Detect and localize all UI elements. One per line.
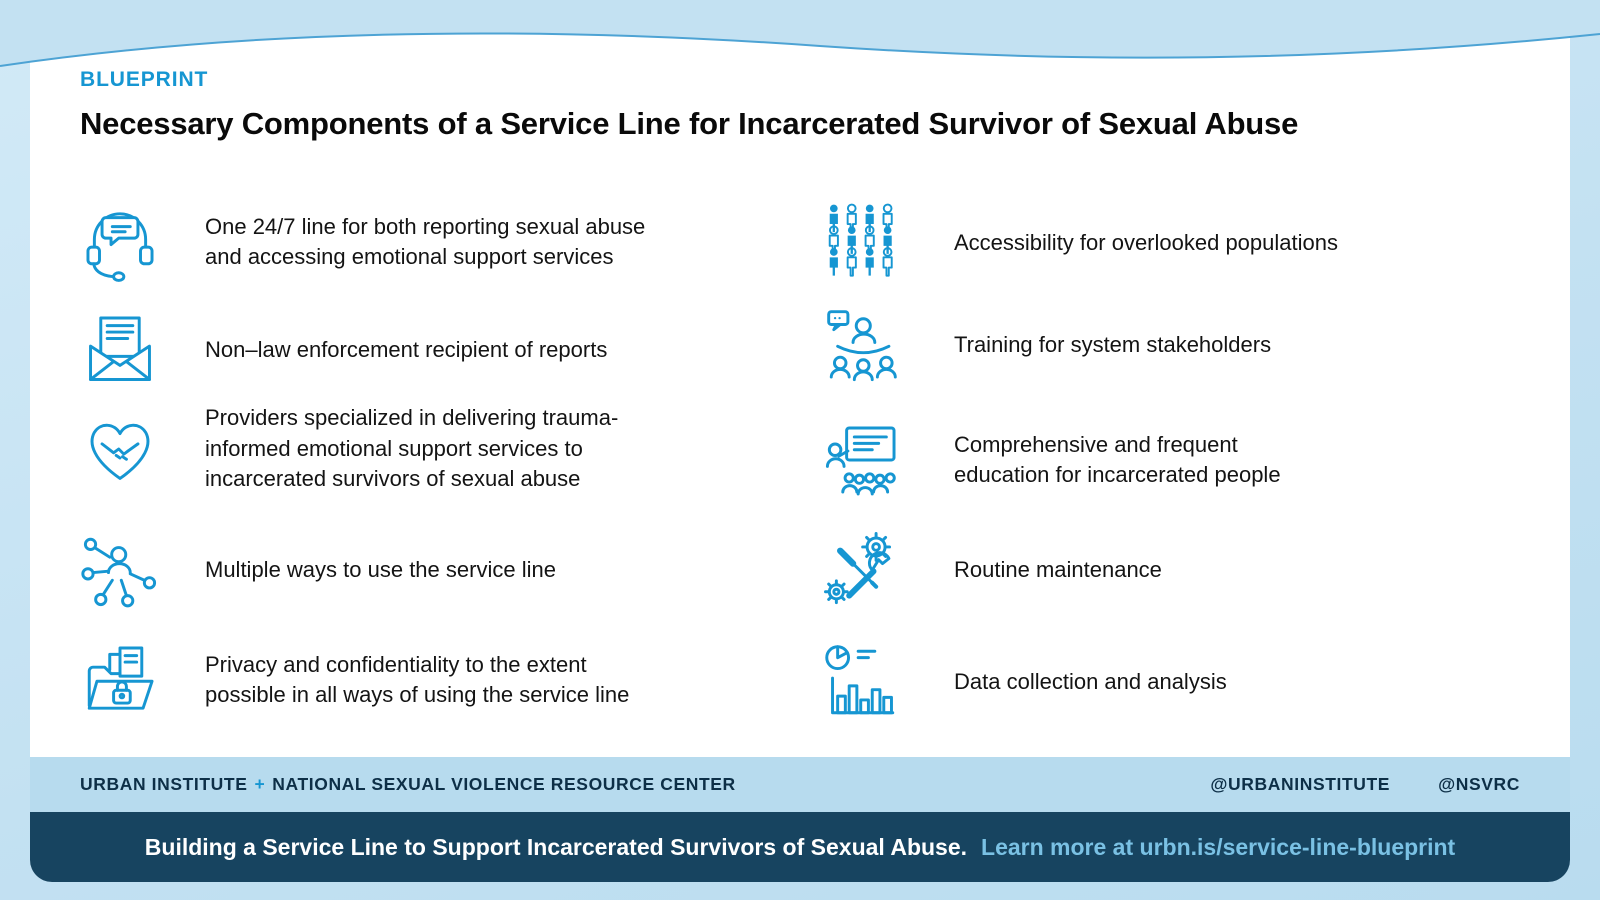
handle-nsvrc: @NSVRC	[1438, 774, 1520, 794]
list-item: Privacy and confidentiality to the exten…	[78, 630, 629, 730]
item-text: Routine maintenance	[954, 556, 1162, 582]
plus-separator: +	[254, 774, 266, 794]
list-item: Routine maintenance	[820, 520, 1162, 620]
list-item: Accessibility for overlooked populations	[820, 193, 1338, 293]
org-urban-institute: URBAN INSTITUTE	[80, 774, 248, 794]
item-text: Comprehensive and frequent education for…	[954, 431, 1281, 488]
list-item: Multiple ways to use the service line	[78, 520, 556, 620]
item-text: Non–law enforcement recipient of reports	[205, 336, 608, 362]
list-item: One 24/7 line for both reporting sexual …	[78, 192, 645, 292]
bottom-bar: Building a Service Line to Support Incar…	[30, 812, 1570, 882]
network-people-icon	[78, 528, 162, 612]
content-card	[30, 0, 1570, 882]
item-text: Privacy and confidentiality to the exten…	[205, 651, 630, 708]
list-item: Comprehensive and frequent education for…	[820, 410, 1281, 510]
page-title: Necessary Components of a Service Line f…	[80, 106, 1299, 141]
bottom-statement: Building a Service Line to Support Incar…	[144, 833, 968, 860]
handle-urbaninstitute: @URBANINSTITUTE	[1210, 774, 1391, 794]
item-text: Providers specialized in delivering trau…	[205, 405, 619, 492]
list-item: Non–law enforcement recipient of reports	[78, 300, 607, 400]
list-item: Providers specialized in delivering trau…	[78, 399, 618, 499]
footer-band: URBAN INSTITUTE + NATIONAL SEXUAL VIOLENCE…	[30, 757, 1570, 812]
item-text: Accessibility for overlooked populations	[954, 229, 1338, 255]
item-text: One 24/7 line for both reporting sexual …	[205, 213, 646, 270]
org-nsvrc: NATIONAL SEXUAL VIOLENCE RESOURCE CENTER	[272, 774, 736, 794]
data-charts-icon	[820, 640, 904, 724]
top-wave-decoration	[0, 0, 1600, 67]
crowd-people-icon	[820, 201, 904, 285]
heart-handshake-icon	[78, 407, 162, 491]
headset-chat-icon	[78, 200, 162, 284]
item-text: Data collection and analysis	[954, 668, 1227, 694]
social-handles: @URBANINSTITUTE @NSVRC	[1210, 774, 1520, 795]
learn-more-link[interactable]: Learn more at urbn.is/service-line-bluep…	[981, 833, 1456, 860]
eyebrow-label: BLUEPRINT	[80, 68, 209, 91]
list-item: Data collection and analysis	[820, 632, 1227, 732]
presentation-education-icon	[820, 418, 904, 502]
item-text: Training for system stakeholders	[954, 331, 1272, 357]
envelope-report-icon	[78, 308, 162, 392]
org-credits: URBAN INSTITUTE + NATIONAL SEXUAL VIOLENCE…	[80, 774, 736, 795]
item-text: Multiple ways to use the service line	[205, 556, 556, 582]
trainer-audience-icon	[820, 303, 904, 387]
list-item: Training for system stakeholders	[820, 295, 1271, 395]
tools-gears-icon	[820, 528, 904, 612]
folder-lock-icon	[78, 638, 162, 722]
